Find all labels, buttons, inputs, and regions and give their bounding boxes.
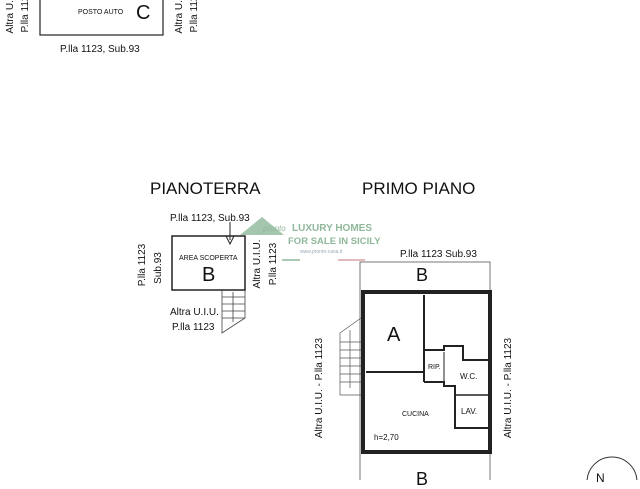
watermark-line2: FOR SALE IN SICILY	[288, 236, 381, 247]
parking-letter: C	[136, 2, 151, 24]
first-letter-bottom: B	[416, 469, 429, 489]
ground-below-label: Altra U.I.U.	[170, 307, 219, 318]
north-label: N	[596, 471, 605, 485]
ceiling-height: h=2,70	[374, 433, 399, 442]
first-floor-stairs	[339, 317, 362, 396]
first-letter-top: B	[416, 265, 429, 285]
ground-right-label: Altra U.I.U.	[252, 239, 263, 289]
parking-right-label: Altra U.I.	[174, 0, 185, 34]
watermark-brand: pronto	[263, 224, 286, 233]
ground-left-parcel: P.lla 1123	[137, 243, 148, 287]
first-top-parcel: P.lla 1123 Sub.93	[400, 249, 477, 260]
ground-stairs	[221, 290, 246, 334]
building-walls	[361, 290, 492, 454]
room-a-label: A	[387, 324, 401, 346]
ground-floor-title: PIANOTERRA	[150, 179, 261, 198]
watermark-line1: LUXURY HOMES	[292, 223, 373, 234]
first-floor-title: PRIMO PIANO	[362, 179, 476, 198]
kitchen-label: CUCINA	[402, 411, 429, 418]
ground-letter: B	[202, 264, 216, 286]
ground-left-sub: Sub.93	[153, 252, 164, 284]
ground-below-parcel: P.lla 1123	[172, 322, 215, 333]
parking-parcel-label: P.lla 1123, Sub.93	[60, 44, 140, 55]
parking-box	[39, 0, 164, 36]
parking-label: POSTO AUTO	[78, 9, 124, 16]
parking-left-parcel: P.lla 112	[20, 0, 31, 33]
parking-right-parcel: P.lla 112	[189, 0, 200, 33]
watermark-url: www.pronto-casa.it	[300, 249, 343, 255]
watermark-logo-icon	[240, 217, 284, 235]
open-area-label: AREA SCOPERTA	[179, 255, 238, 262]
first-left-parcel: Altra U.I.U. - P.lla 1123	[314, 337, 325, 439]
parking-left-label: Altra U.I.	[5, 0, 16, 34]
storage-label: RIP.	[428, 364, 441, 371]
ground-top-parcel: P.lla 1123, Sub.93	[170, 213, 250, 224]
open-area-box	[171, 235, 246, 291]
first-right-parcel: Altra U.I.U. - P.lla 1123	[503, 337, 514, 439]
north-compass	[586, 456, 638, 480]
ground-right-parcel: P.lla 1123	[268, 242, 279, 286]
laundry-label: LAV.	[461, 407, 478, 416]
wc-label: W.C.	[460, 372, 478, 381]
